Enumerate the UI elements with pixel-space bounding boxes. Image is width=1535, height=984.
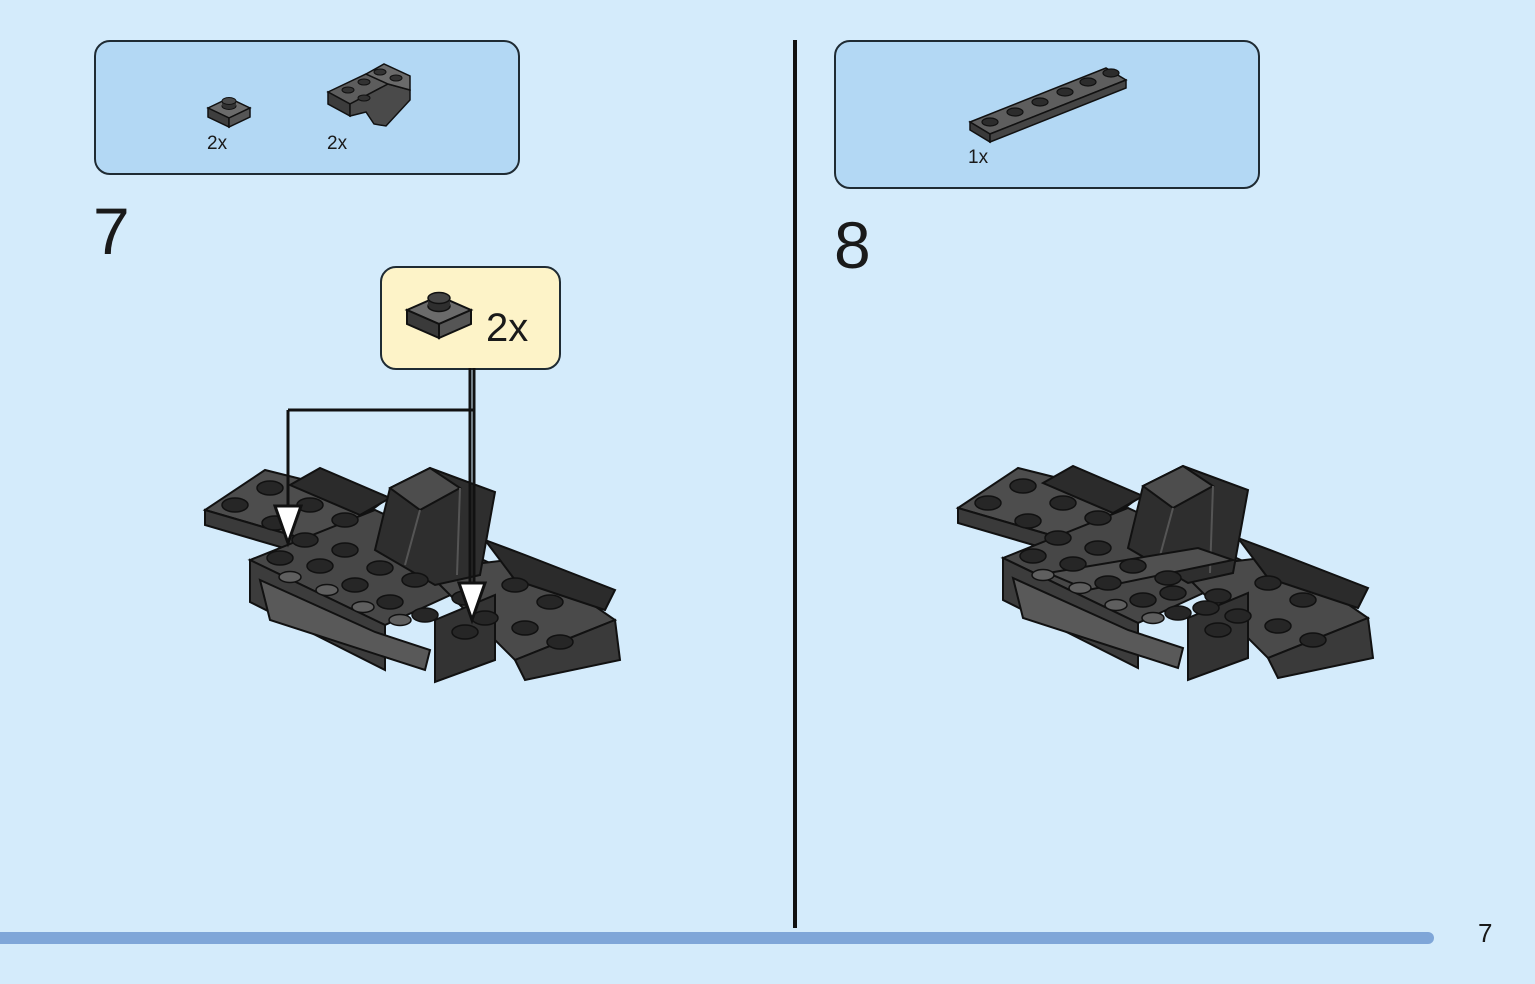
- step7-parts-box: 2x 2x: [94, 40, 520, 175]
- page-number: 7: [1478, 918, 1493, 948]
- step8-model-illustration: [955, 464, 1375, 682]
- step-number: 8: [834, 208, 871, 282]
- placement-arrows: [272, 368, 488, 625]
- step8-parts-box: 1x: [834, 40, 1260, 189]
- step-number: 7: [93, 194, 130, 268]
- callout-qty: 2x: [486, 306, 529, 350]
- page-footer-bar: [0, 932, 1434, 944]
- plate-1x1-icon: [206, 97, 252, 129]
- part-qty: 2x: [327, 133, 348, 154]
- step7-callout-box: 2x: [380, 266, 561, 370]
- slope-2x2-inverted-icon: [326, 63, 411, 127]
- part-qty: 2x: [207, 133, 228, 154]
- step-divider: [793, 40, 797, 928]
- plate-1x6-icon: [968, 67, 1128, 144]
- part-qty: 1x: [968, 147, 989, 168]
- step7-model-illustration: [202, 466, 622, 684]
- plate-1x1-icon: [404, 291, 474, 340]
